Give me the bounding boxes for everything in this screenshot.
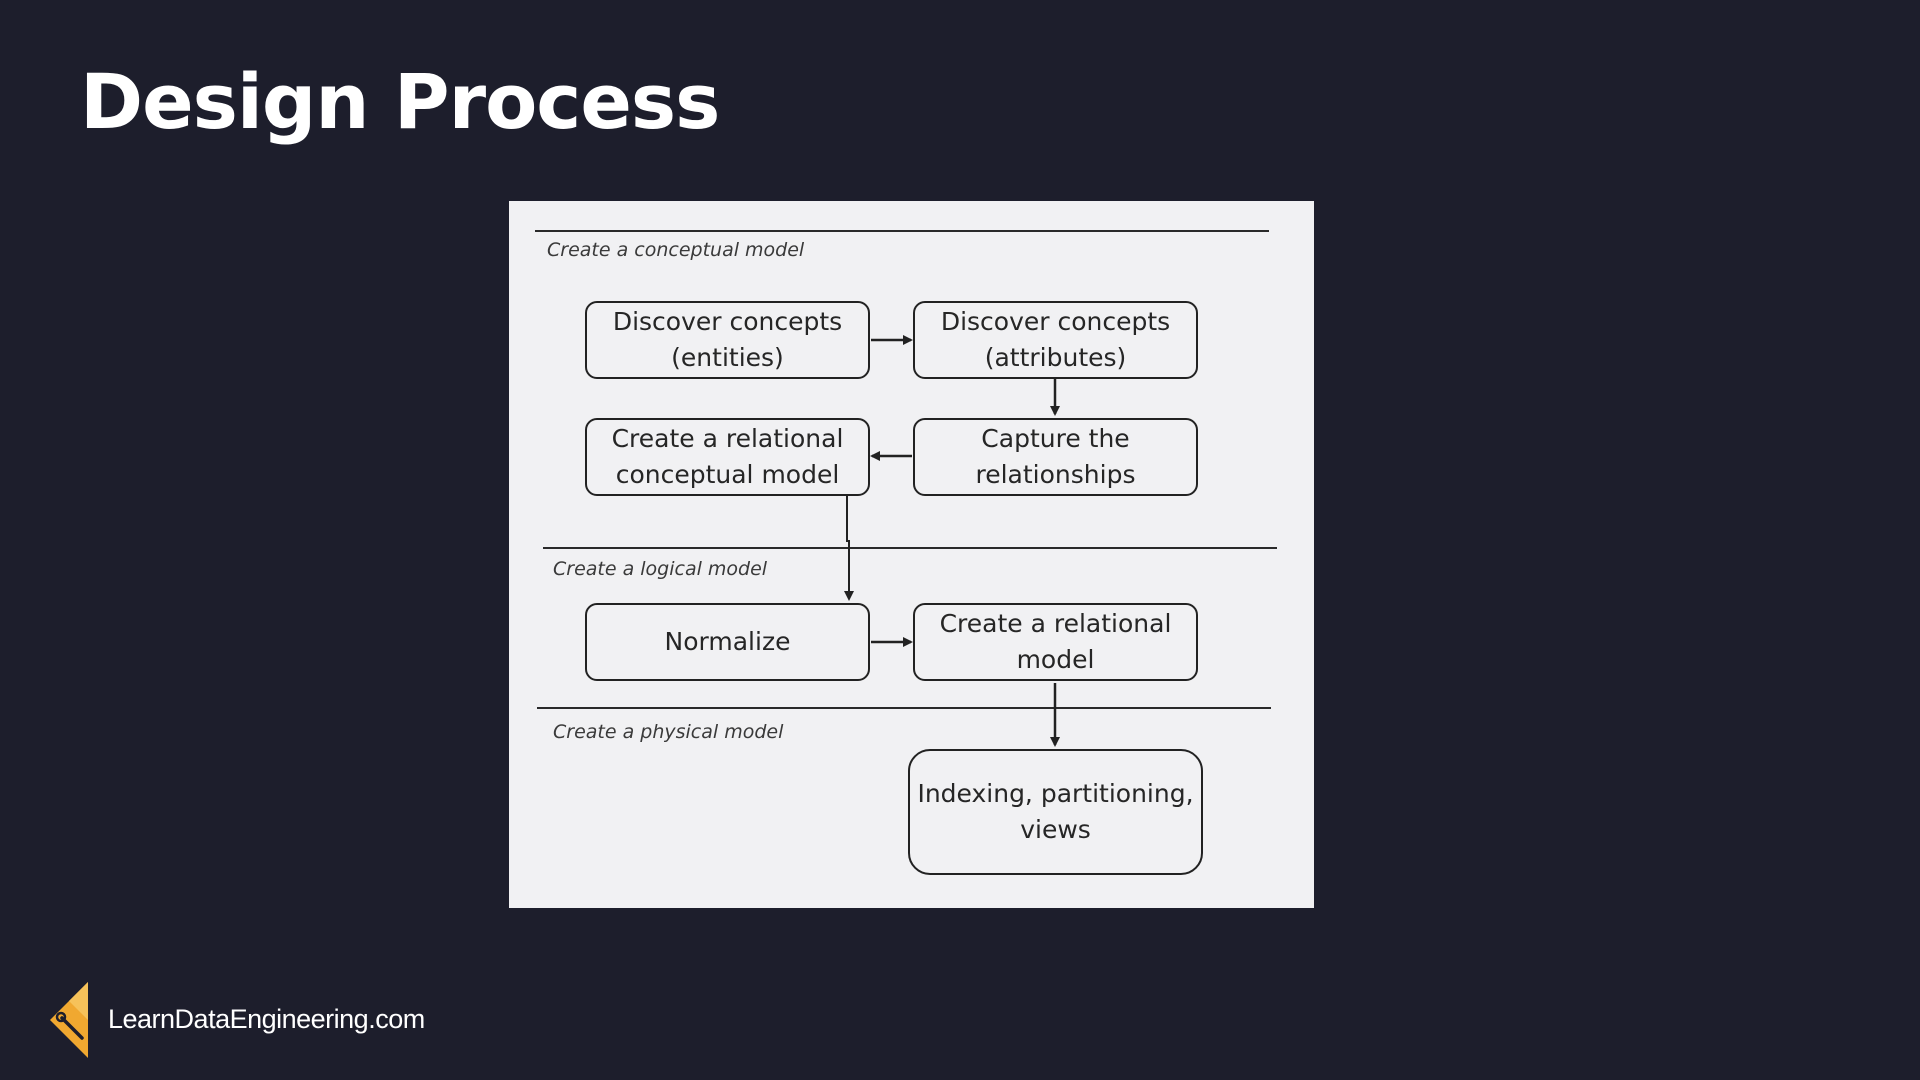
section-label-logical: Create a logical model (553, 558, 768, 580)
node-normalize: Normalize (585, 603, 870, 681)
node-discover-attributes: Discover concepts (attributes) (913, 301, 1198, 379)
arrow-conceptual-to-normalize (844, 496, 854, 601)
node-relational-model: Create a relational model (913, 603, 1198, 681)
node-discover-entities: Discover concepts (entities) (585, 301, 870, 379)
section-label-physical: Create a physical model (553, 721, 784, 743)
node-capture-relationships: Capture the relationships (913, 418, 1198, 496)
page-title: Design Process (80, 57, 720, 146)
footer-site-name: LearnDataEngineering.com (108, 1004, 425, 1034)
node-indexing-partitioning-views: Indexing, partitioning, views (908, 749, 1203, 875)
section-label-conceptual: Create a conceptual model (547, 239, 805, 261)
diagram-connectors (535, 230, 1277, 747)
node-relational-conceptual-model: Create a relational conceptual model (585, 418, 870, 496)
design-process-diagram: Create a conceptual model Create a logic… (509, 201, 1314, 908)
pencil-wrench-icon (50, 982, 88, 1058)
